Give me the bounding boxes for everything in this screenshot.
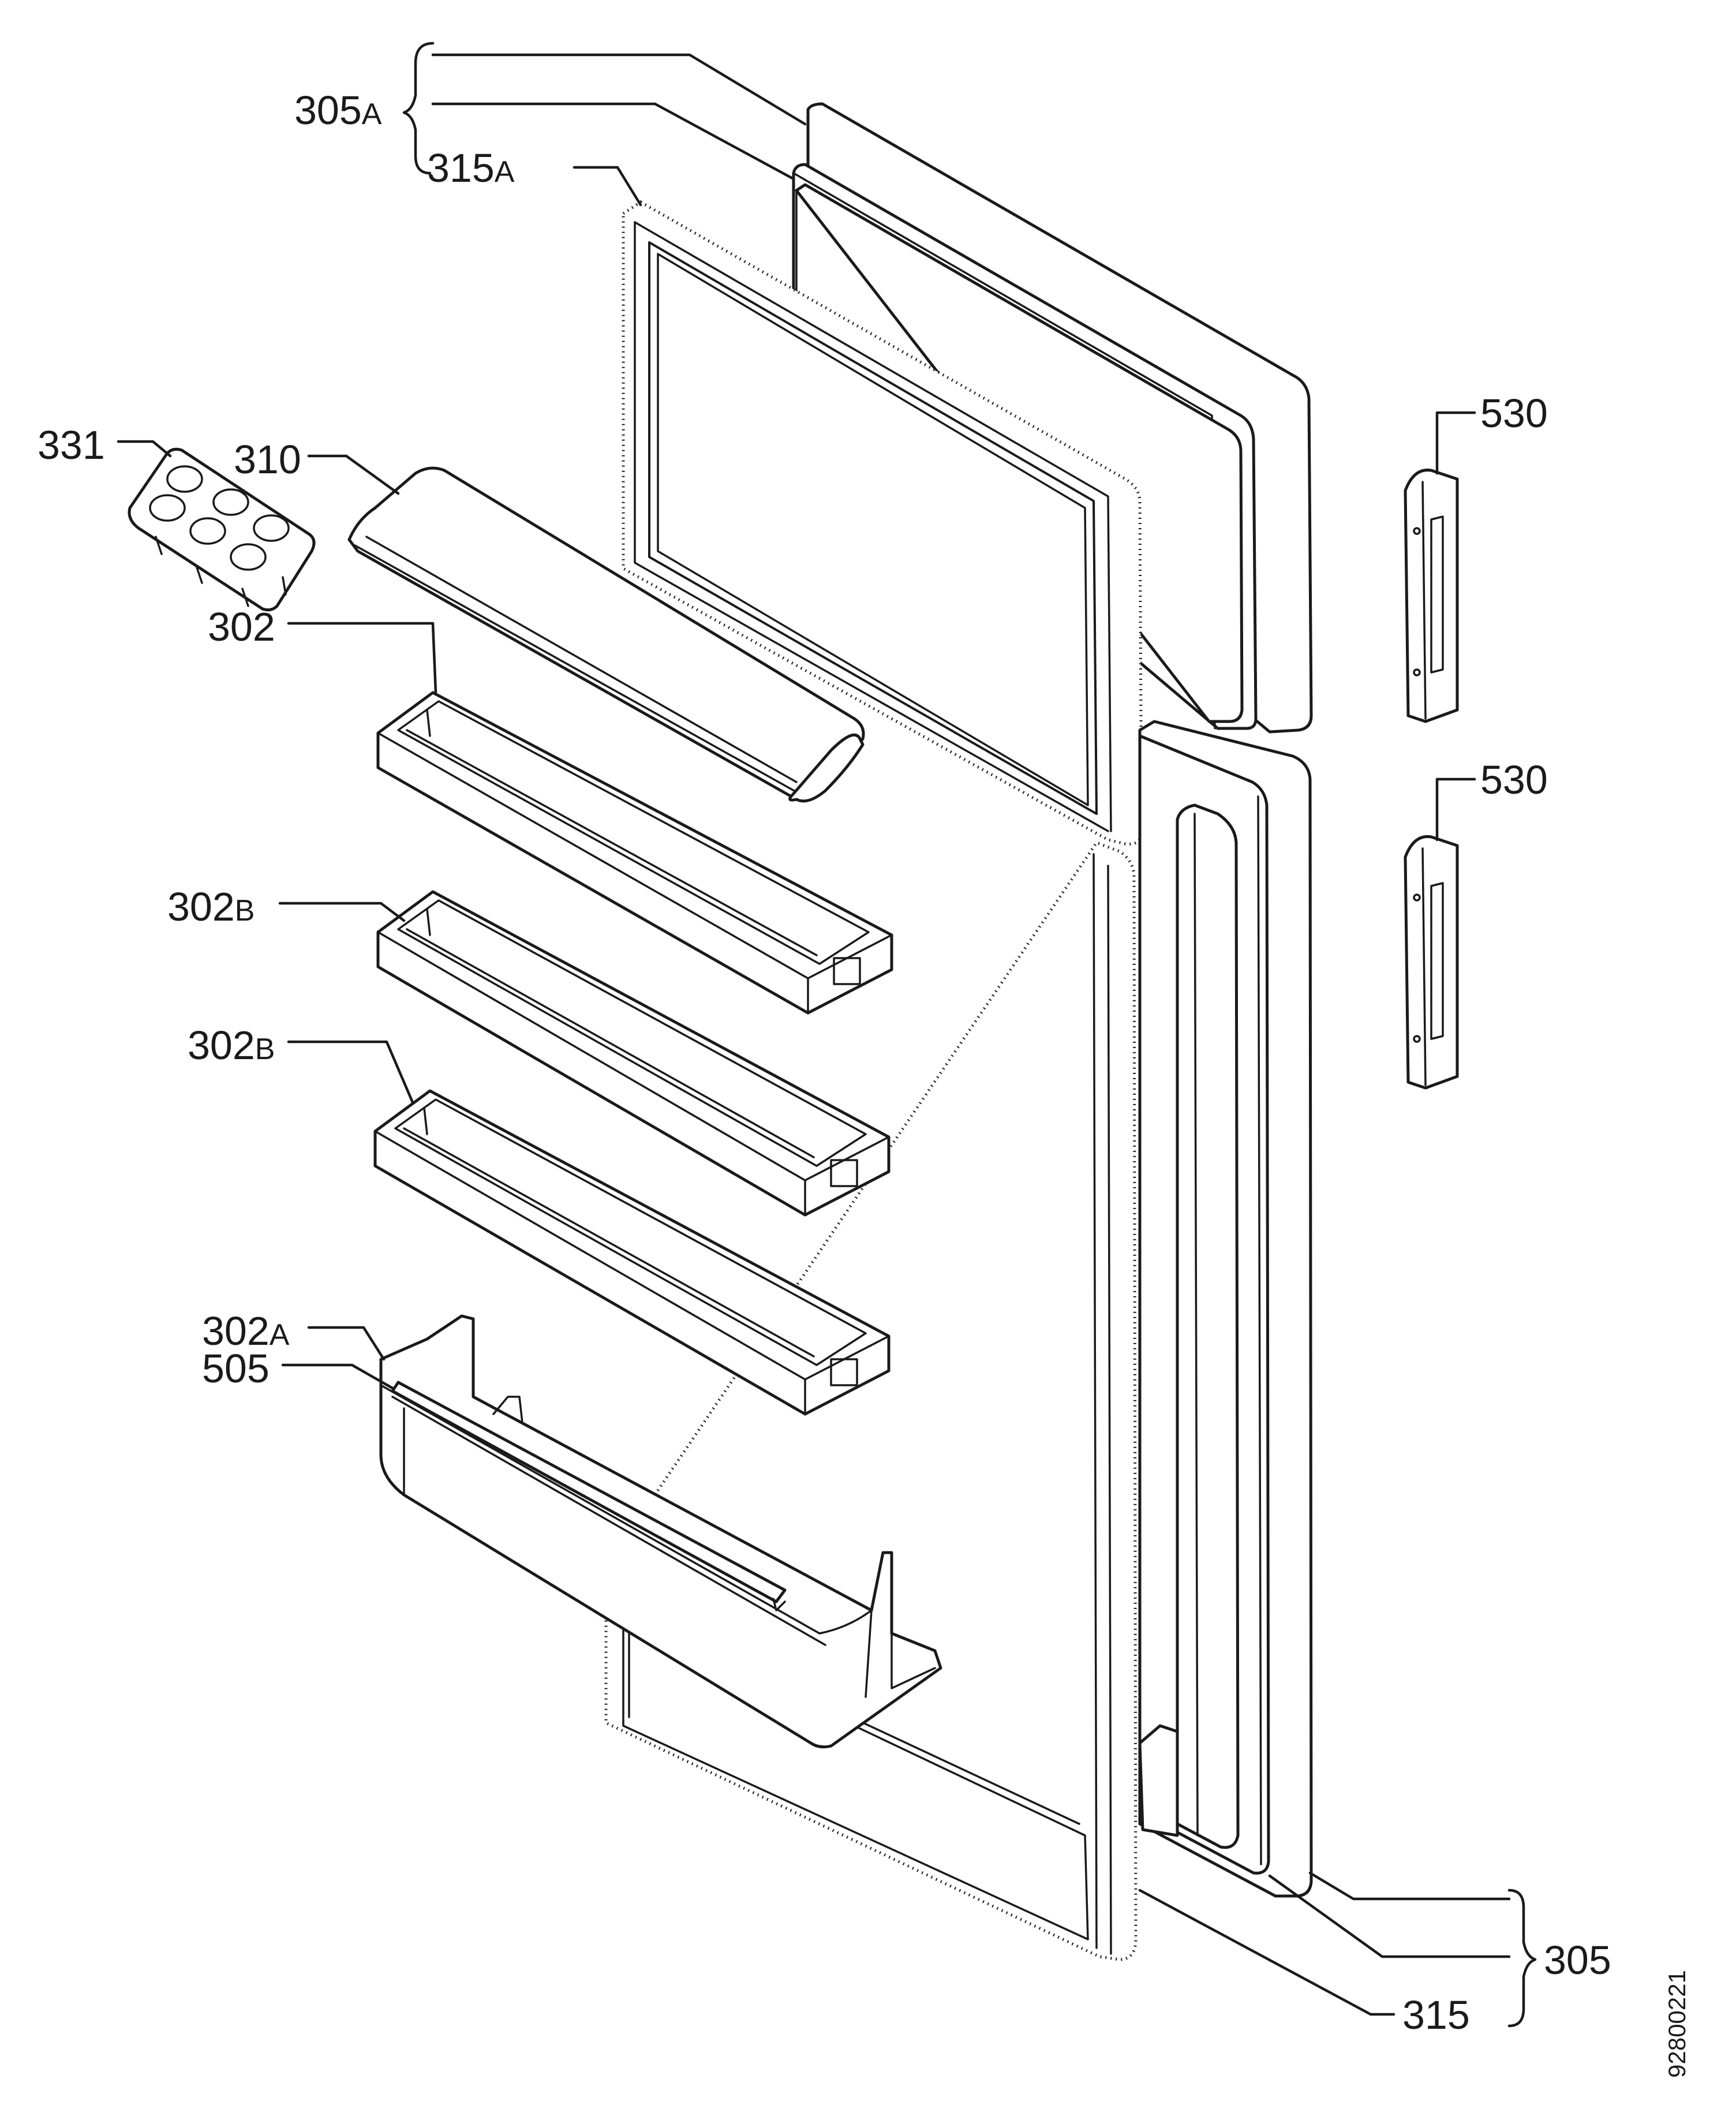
- door-shelf-302: [376, 691, 893, 1015]
- hinge-cover-530-lower: [1404, 835, 1459, 1090]
- hinge-cover-530-upper: [1404, 468, 1459, 723]
- bottle-retainer-bar-505: [391, 1381, 787, 1611]
- door-shelf-302b-upper: [376, 890, 891, 1217]
- label-302a: 302A: [202, 1308, 290, 1353]
- label-315a: 315A: [427, 145, 515, 190]
- leader-lines: [117, 42, 1537, 2028]
- shelf-cover-310: [347, 466, 865, 803]
- label-302b-lower: 302B: [188, 1023, 275, 1068]
- label-331: 331: [38, 422, 105, 468]
- freezer-door-gasket: [622, 200, 1143, 846]
- label-530-lower: 530: [1480, 757, 1548, 802]
- drawing-code: 92800221: [1663, 1970, 1690, 2078]
- label-310: 310: [234, 437, 301, 482]
- label-505: 505: [202, 1346, 270, 1391]
- label-305: 305: [1544, 1938, 1611, 1983]
- part-labels: 305A 315A 331 310 302 302B 302B 302A 505…: [38, 88, 1690, 2078]
- label-302b-upper: 302B: [167, 884, 255, 929]
- egg-tray-331: [128, 447, 316, 612]
- door-shelf-302b-lower: [373, 1089, 891, 1416]
- label-315: 315: [1402, 1992, 1470, 2037]
- fridge-door-gasket: [604, 840, 1138, 1961]
- label-305a: 305A: [294, 88, 382, 133]
- label-302: 302: [208, 604, 275, 649]
- fridge-door-panel: [1138, 720, 1313, 1898]
- label-530-upper: 530: [1480, 391, 1548, 436]
